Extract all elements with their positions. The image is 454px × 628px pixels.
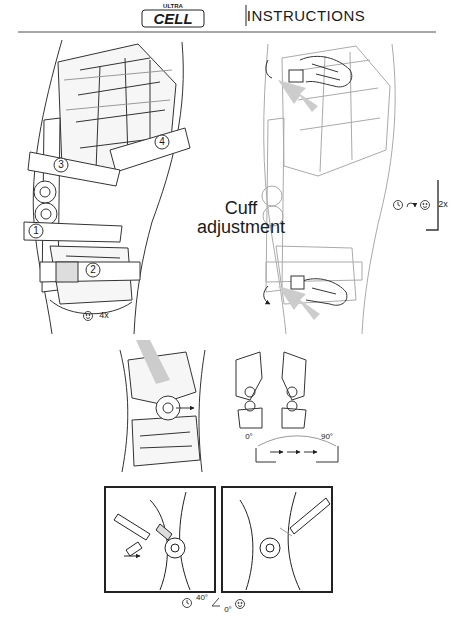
- quantity-note: 2x: [438, 200, 448, 209]
- angle-label: 90°: [321, 433, 333, 441]
- callout-number: 1: [33, 226, 39, 237]
- callout-number: 3: [58, 160, 64, 171]
- page-title: INSTRUCTIONS: [247, 8, 366, 24]
- grey-arrows: [278, 80, 320, 320]
- detail-box-right: [222, 487, 332, 592]
- callout-number: 4: [159, 137, 165, 148]
- brace-cuff-adjust-view: [262, 44, 395, 334]
- allen-key: [426, 180, 438, 230]
- header-rules: [18, 5, 436, 32]
- grey-arrow: [136, 340, 170, 384]
- angle-label: 40°: [196, 594, 208, 602]
- angle-label: 0°: [224, 606, 232, 614]
- step-heading: Cuff adjustment: [186, 199, 296, 237]
- brace-front-view: [24, 40, 190, 334]
- quantity-note: 4x: [99, 311, 109, 320]
- callout-number: 2: [90, 265, 96, 276]
- hinge-detail: [236, 352, 306, 428]
- angle-label: 0°: [245, 433, 253, 441]
- detail-box-left: [105, 487, 215, 592]
- logo-text: ULTRA: [163, 3, 183, 9]
- logo-text: CELL: [153, 11, 192, 27]
- icons: [84, 201, 430, 609]
